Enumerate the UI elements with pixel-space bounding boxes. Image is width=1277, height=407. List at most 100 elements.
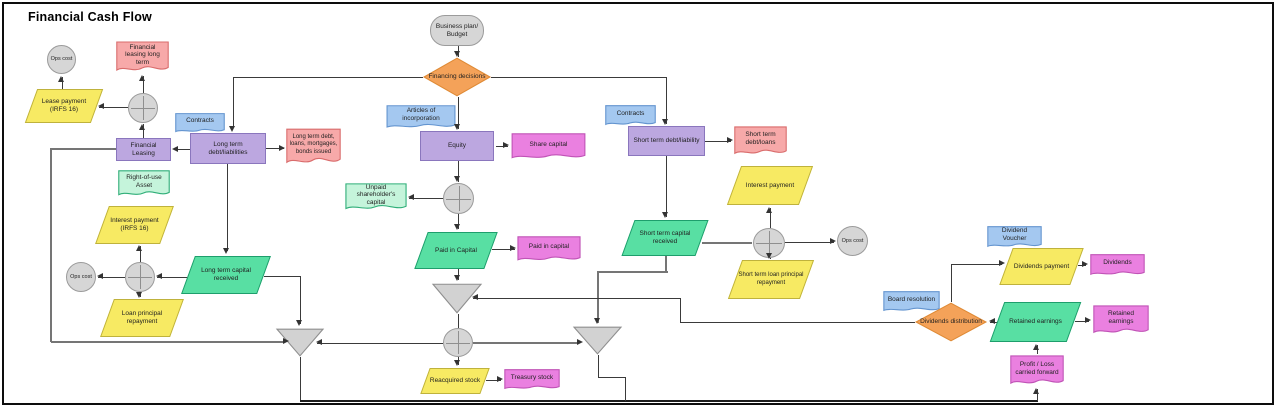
node-unpaid-shareholders-capital[interactable]: Unpaid shareholder's capital — [345, 183, 407, 212]
node-financing-decisions[interactable]: Financing decisions — [423, 57, 491, 97]
connector-line — [264, 276, 300, 277]
process-shape — [420, 131, 494, 161]
node-ops-cost-3[interactable]: Ops cost — [837, 226, 868, 256]
connector-arrowhead — [454, 224, 460, 230]
connector-arrowhead — [454, 51, 460, 57]
connector-arrowhead — [454, 360, 460, 366]
connector-arrowhead — [766, 253, 772, 259]
node-treasury-stock[interactable]: Treasury stock — [504, 369, 560, 391]
merge-triangle-shape — [573, 326, 622, 355]
connector-arrowhead — [408, 194, 414, 200]
node-short-term-loan-principal-repayment[interactable]: Short term loan principal repayment — [727, 260, 815, 299]
connector-arrowhead — [223, 248, 229, 254]
connector-line — [140, 246, 141, 262]
diagram-title: Financial Cash Flow — [28, 10, 152, 24]
connector-line — [666, 77, 667, 124]
connector-arrowhead — [283, 338, 289, 344]
connector-line — [300, 357, 301, 401]
node-dividends-doc[interactable]: Dividends — [1090, 254, 1145, 277]
node-board-resolution[interactable]: Board resolution — [883, 291, 940, 313]
junction-cross-h — [131, 108, 155, 109]
connector-line — [51, 341, 285, 343]
node-ops-cost-2[interactable]: Ops cost — [66, 262, 96, 292]
connector-arrowhead — [58, 76, 64, 82]
node-short-term-debt-loans[interactable]: Short term debt/loans — [734, 126, 787, 157]
connector-line — [143, 124, 144, 138]
connector-line — [51, 148, 116, 150]
connector-line — [496, 146, 508, 147]
node-financial-leasing[interactable]: Financial Leasing — [116, 138, 171, 161]
connector-arrowhead — [662, 212, 668, 218]
node-retained-earnings-doc[interactable]: Retained earnings — [1093, 305, 1149, 336]
connector-line — [157, 277, 188, 278]
connector-line — [597, 271, 599, 323]
connector-line — [143, 76, 144, 93]
node-equity[interactable]: Equity — [420, 131, 494, 161]
document-shape — [1090, 254, 1145, 277]
connector-arrowhead — [577, 339, 583, 345]
terminator-shape — [430, 15, 484, 46]
junction-equity[interactable] — [443, 183, 474, 214]
connector-arrowhead — [503, 142, 509, 148]
merge-right-triangle[interactable] — [573, 326, 622, 355]
decision-diamond-shape — [915, 302, 987, 342]
node-ops-cost-1[interactable]: Ops cost — [47, 45, 76, 74]
node-paid-in-capital-doc[interactable]: Paid in capital — [517, 236, 581, 263]
node-contracts-2[interactable]: Contracts — [605, 105, 656, 127]
node-reacquired-stock[interactable]: Reacquired stock — [420, 368, 490, 394]
connector-line — [473, 342, 577, 344]
node-long-term-debt-doc[interactable]: Long term debt, loans, mortgages, bonds … — [286, 128, 341, 167]
node-dividend-voucher[interactable]: Dividend Voucher — [987, 226, 1042, 249]
junction-cross-h — [128, 277, 152, 278]
node-short-term-capital-received[interactable]: Short term capital received — [621, 220, 709, 256]
connector-arrowhead — [1085, 317, 1091, 323]
node-dividends-distribution[interactable]: Dividends distribution — [915, 302, 987, 342]
node-long-term-capital-received[interactable]: Long term capital received — [181, 256, 271, 294]
circle-shape — [837, 226, 868, 256]
connector-arrowhead — [999, 260, 1005, 266]
document-shape — [345, 183, 407, 212]
node-dividends-payment[interactable]: Dividends payment — [999, 248, 1084, 285]
connector-line — [317, 343, 443, 344]
connector-line — [491, 77, 666, 78]
node-financial-leasing-long-term[interactable]: Financial leasing long term — [116, 41, 169, 74]
document-shape — [511, 133, 586, 161]
node-business-plan[interactable]: Business plan/ Budget — [430, 15, 484, 46]
connector-line — [473, 298, 680, 299]
connector-line — [666, 156, 667, 217]
connector-line — [1075, 321, 1089, 322]
connector-arrowhead — [156, 273, 162, 279]
junction-cross-h — [446, 342, 470, 344]
connector-arrowhead — [454, 176, 460, 182]
connector-line — [233, 77, 423, 78]
node-share-capital[interactable]: Share capital — [511, 133, 586, 161]
connector-line — [233, 77, 234, 128]
node-interest-payment-lt[interactable]: Interest payment (IRFS 16) — [95, 206, 174, 244]
node-paid-in-capital[interactable]: Paid in Capital — [414, 232, 498, 269]
document-shape — [175, 113, 225, 134]
connector-arrowhead — [1033, 344, 1039, 350]
node-profit-loss-carried-forward[interactable]: Profit / Loss carried forward — [1010, 355, 1064, 387]
merge-center-triangle[interactable] — [432, 283, 482, 314]
junction-lease[interactable] — [128, 93, 158, 123]
junction-stock[interactable] — [443, 328, 473, 357]
node-lease-payment[interactable]: Lease payment (IRFS 16) — [24, 89, 104, 123]
node-contracts-1[interactable]: Contracts — [175, 113, 225, 134]
circle-shape — [47, 45, 76, 74]
process-shape — [628, 126, 705, 156]
connector-line — [705, 141, 731, 142]
node-loan-principal-repayment[interactable]: Loan principal repayment — [100, 299, 184, 337]
document-shape — [286, 128, 341, 167]
node-long-term-debt-liabilities[interactable]: Long term debt/liabilities — [190, 133, 266, 164]
node-interest-payment-st[interactable]: Interest payment — [726, 166, 814, 205]
connector-arrowhead — [139, 124, 145, 130]
junction-loan[interactable] — [125, 262, 155, 292]
document-shape — [386, 105, 456, 130]
node-articles-of-incorporation[interactable]: Articles of incorporation — [386, 105, 456, 130]
document-shape — [987, 226, 1042, 249]
node-right-of-use-asset[interactable]: Right-of-use Asset — [118, 170, 170, 198]
node-retained-earnings[interactable]: Retained earnings — [989, 302, 1082, 342]
connector-arrowhead — [454, 124, 460, 130]
node-short-term-debt-liability[interactable]: Short term debt/liability — [628, 126, 705, 156]
